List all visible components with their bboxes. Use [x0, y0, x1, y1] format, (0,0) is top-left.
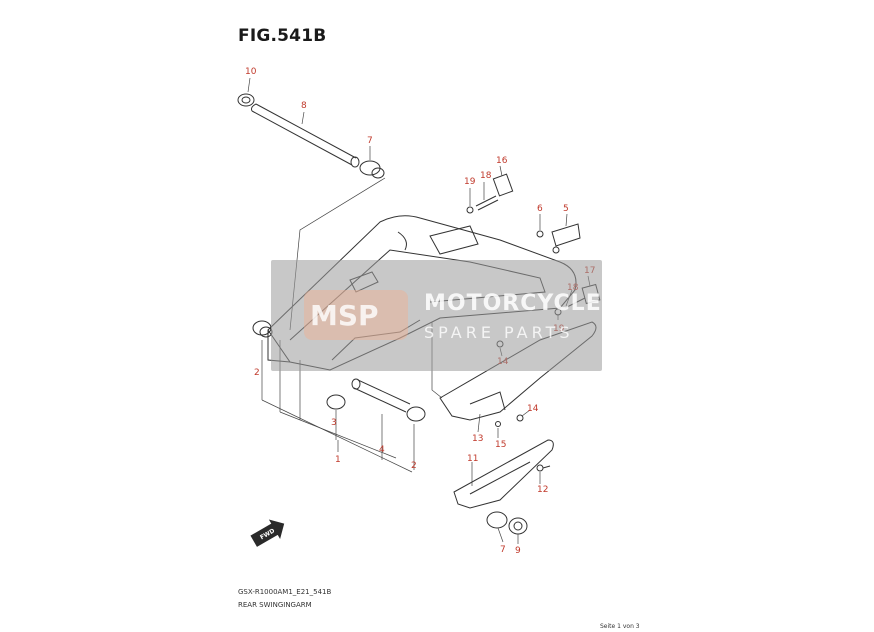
- model-code: GSX-R1000AM1_E21_541B: [238, 588, 332, 596]
- callout-18-top: 18: [480, 171, 492, 181]
- part-7-collar-bottom[interactable]: [486, 511, 508, 529]
- diagram-caption: REAR SWINGINGARM: [238, 601, 312, 609]
- part-10-nut[interactable]: [237, 93, 255, 107]
- part-15-screw[interactable]: [495, 421, 501, 427]
- callout-8: 8: [301, 101, 307, 111]
- callout-3: 3: [331, 418, 337, 428]
- part-7-collar-top[interactable]: [359, 160, 385, 179]
- part-14-bolt-b[interactable]: [516, 414, 524, 422]
- callout-1: 1: [335, 455, 341, 465]
- figure-title: FIG.541B: [238, 26, 327, 46]
- callout-2-right: 2: [411, 461, 417, 471]
- watermark-subtitle: SPARE PARTS: [424, 323, 574, 342]
- part-6-bolt[interactable]: [536, 230, 560, 254]
- part-8-pivot-shaft[interactable]: [251, 103, 360, 168]
- callout-6: 6: [537, 204, 543, 214]
- callout-10: 10: [245, 67, 257, 77]
- watermark-title: MOTORCYCLE: [424, 291, 602, 316]
- callout-5: 5: [563, 204, 569, 214]
- page-indicator: Seite 1 von 3: [600, 623, 640, 630]
- watermark-logo: MSP: [310, 299, 379, 332]
- callout-11: 11: [467, 454, 478, 464]
- callout-4: 4: [379, 445, 385, 455]
- part-12-bolt[interactable]: [536, 464, 551, 472]
- forward-arrow-icon: FWD: [250, 519, 285, 547]
- part-5-plate[interactable]: [551, 223, 581, 247]
- part-9-nut[interactable]: [508, 517, 528, 535]
- callout-7-bottom: 7: [500, 545, 506, 555]
- callout-12: 12: [537, 485, 548, 495]
- callout-14-b: 14: [527, 404, 539, 414]
- part-18-bolt-top[interactable]: [466, 195, 499, 214]
- part-4-spacer[interactable]: [351, 378, 411, 413]
- callout-19-top: 19: [464, 177, 476, 187]
- part-11-chain-guide[interactable]: [453, 439, 554, 509]
- callout-2-left: 2: [254, 368, 260, 378]
- callout-16: 16: [496, 156, 508, 166]
- part-16-adjuster-block[interactable]: [492, 173, 514, 197]
- part-3-bearing[interactable]: [326, 394, 346, 410]
- callout-9: 9: [515, 546, 521, 556]
- callout-13: 13: [472, 434, 483, 444]
- part-2-bearing-right[interactable]: [406, 406, 426, 422]
- watermark: MSP MOTORCYCLE SPARE PARTS: [271, 260, 602, 371]
- callout-7-top: 7: [367, 136, 373, 146]
- callout-15: 15: [495, 440, 506, 450]
